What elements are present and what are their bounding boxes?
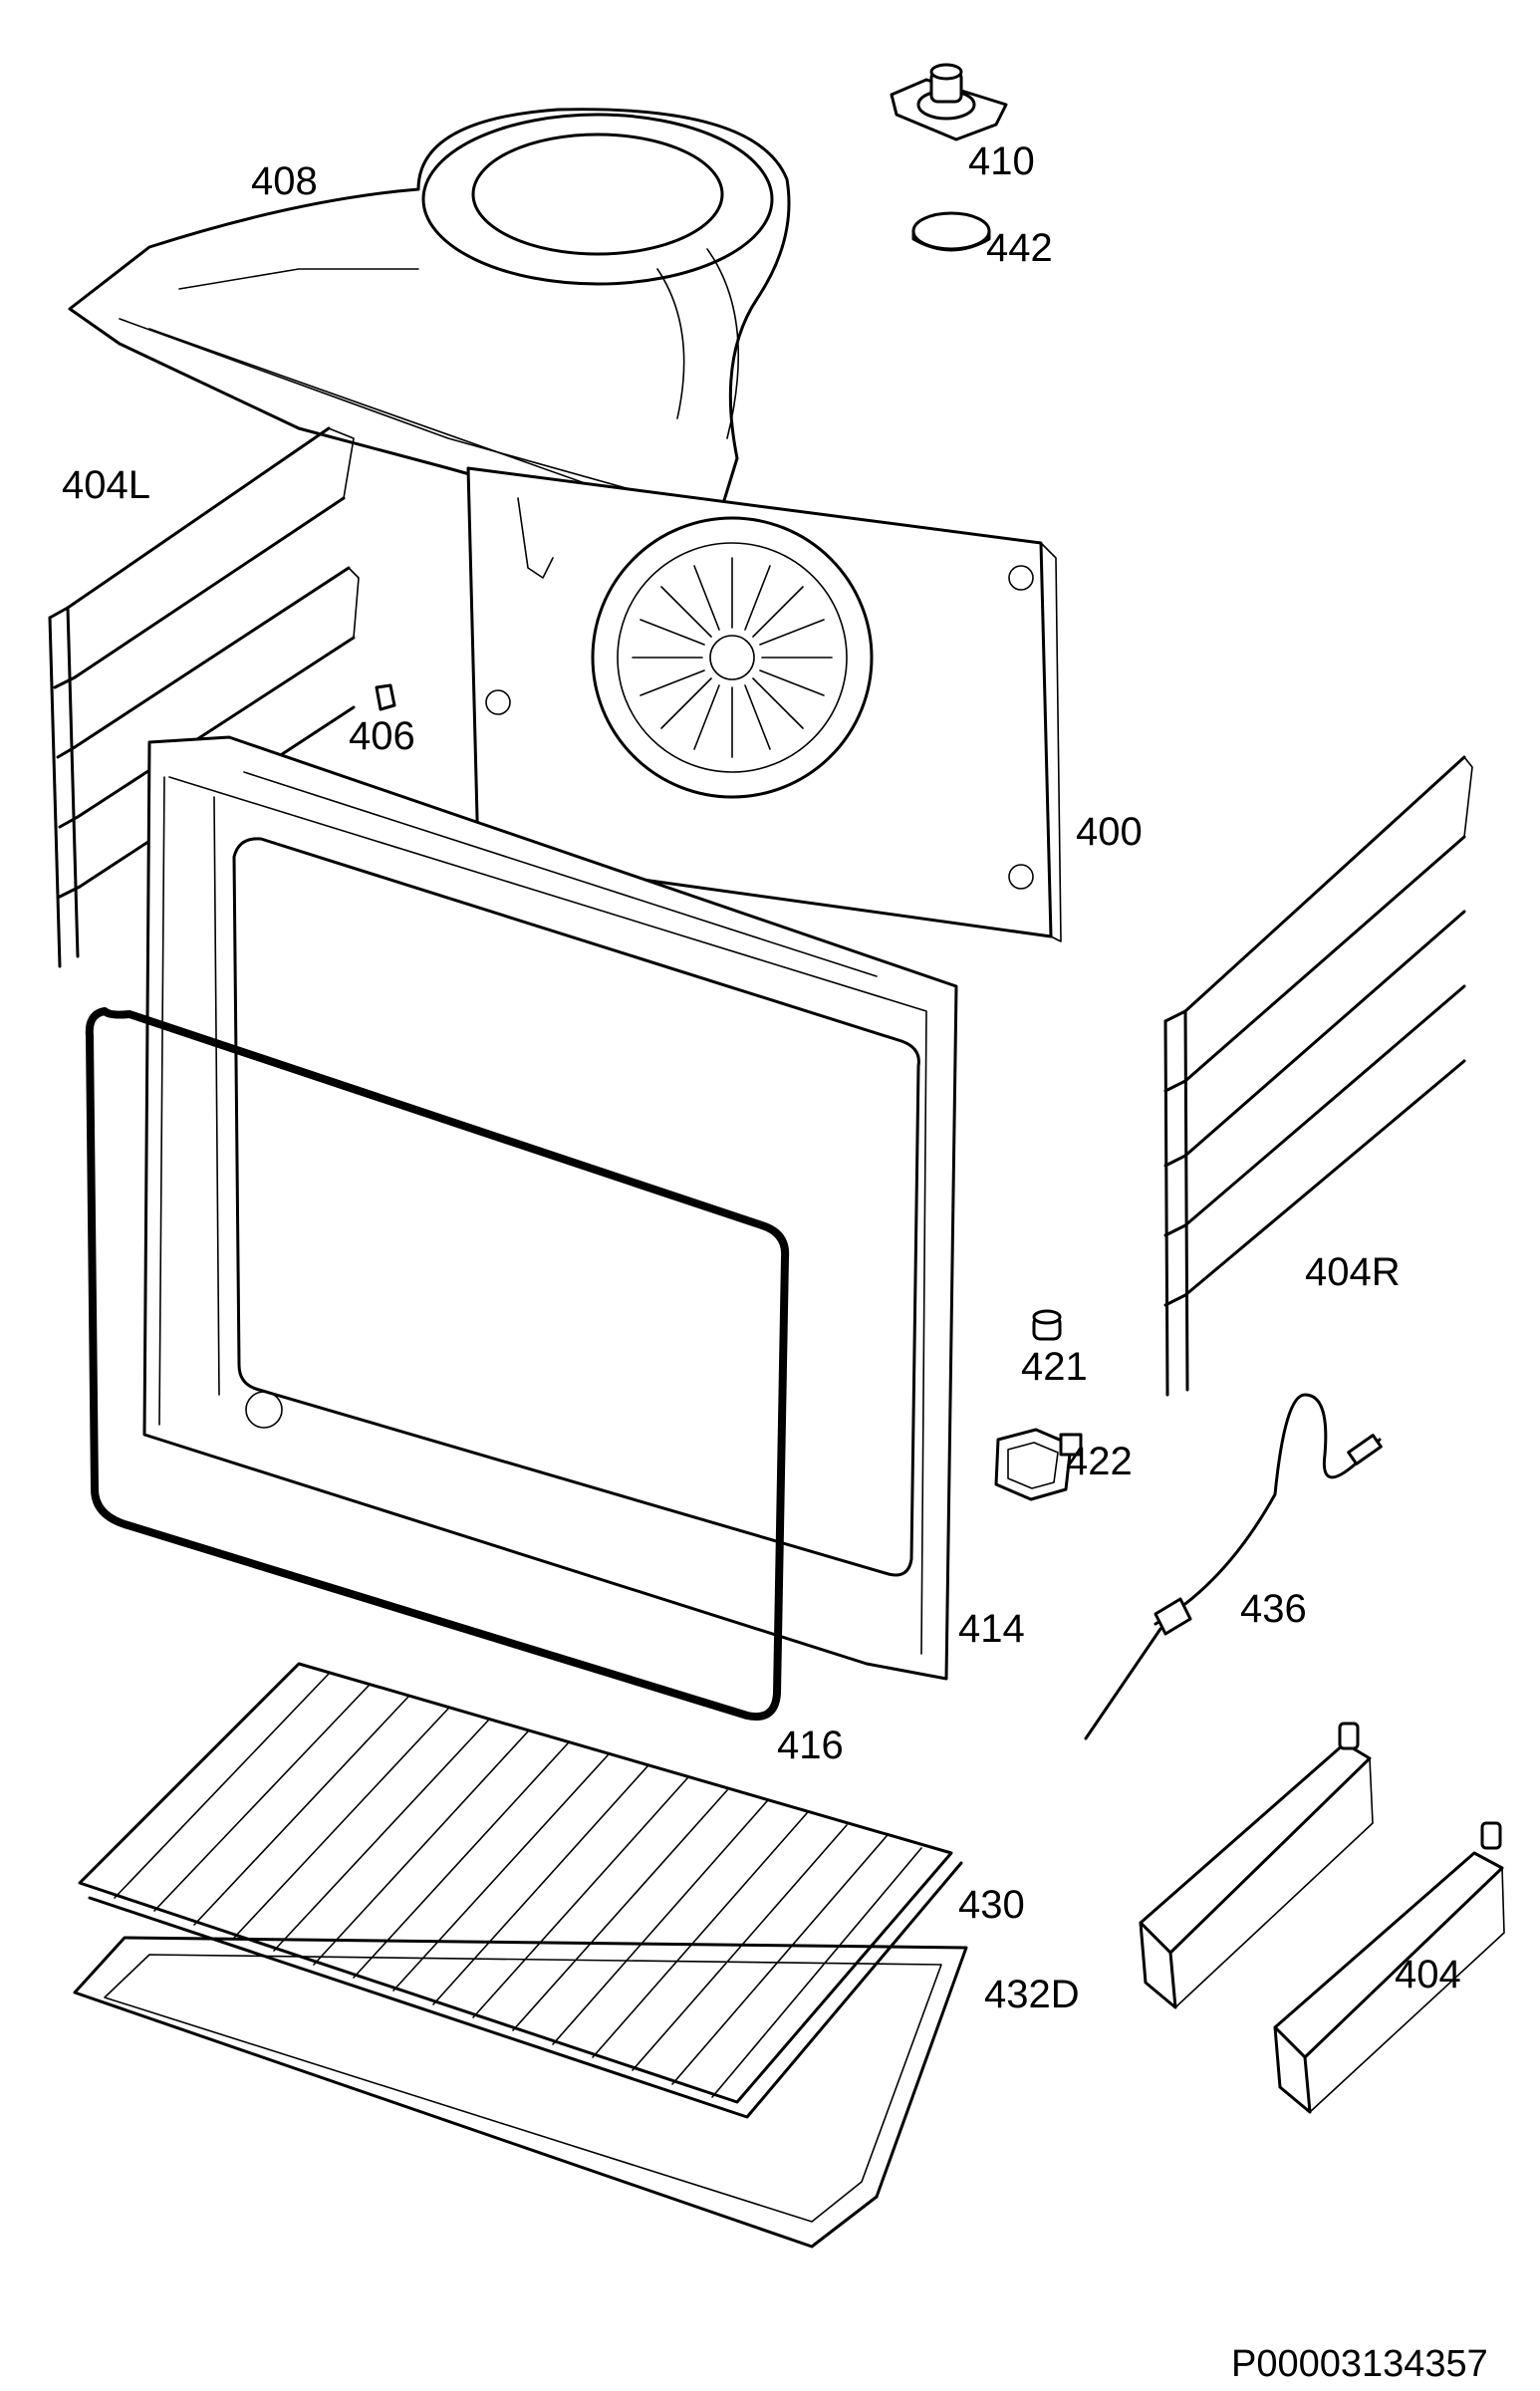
part-416-door-seal xyxy=(85,1007,790,1721)
label-414: 414 xyxy=(958,1607,1025,1651)
label-421: 421 xyxy=(1021,1345,1088,1389)
part-406-clip xyxy=(375,683,396,711)
label-430: 430 xyxy=(958,1883,1025,1927)
drawing-code: P00003134357 xyxy=(1231,2343,1488,2385)
part-404-telescopic-runners xyxy=(1139,1722,1505,2114)
part-408-fan-cover xyxy=(68,108,791,540)
label-410: 410 xyxy=(968,139,1035,183)
label-422: 422 xyxy=(1066,1440,1133,1483)
part-432D-baking-tray xyxy=(73,1936,968,2249)
part-labels: 408 410 442 404L 406 400 404R 421 422 43… xyxy=(62,139,1461,2016)
label-404L: 404L xyxy=(62,463,150,507)
part-421-lamp-holder xyxy=(1032,1309,1062,1341)
part-400-back-panel xyxy=(466,466,1062,942)
label-406: 406 xyxy=(349,714,415,758)
label-442: 442 xyxy=(986,226,1053,270)
part-414-cavity-frame xyxy=(142,735,958,1681)
part-410-motor-mount xyxy=(890,63,1008,141)
part-442-seal-disc xyxy=(911,211,991,252)
label-436: 436 xyxy=(1240,1587,1307,1631)
part-430-wire-shelf xyxy=(78,1662,963,2119)
label-432D: 432D xyxy=(984,1973,1080,2016)
label-400: 400 xyxy=(1076,810,1143,854)
part-436-meat-probe xyxy=(1084,1393,1383,1740)
part-404L-left-rack xyxy=(48,426,360,968)
label-408: 408 xyxy=(251,159,318,203)
part-422-lamp-socket xyxy=(994,1428,1083,1501)
label-416: 416 xyxy=(777,1724,844,1767)
part-404R-right-rack xyxy=(1163,755,1473,1397)
label-404: 404 xyxy=(1395,1953,1461,1996)
label-404R: 404R xyxy=(1305,1250,1401,1294)
